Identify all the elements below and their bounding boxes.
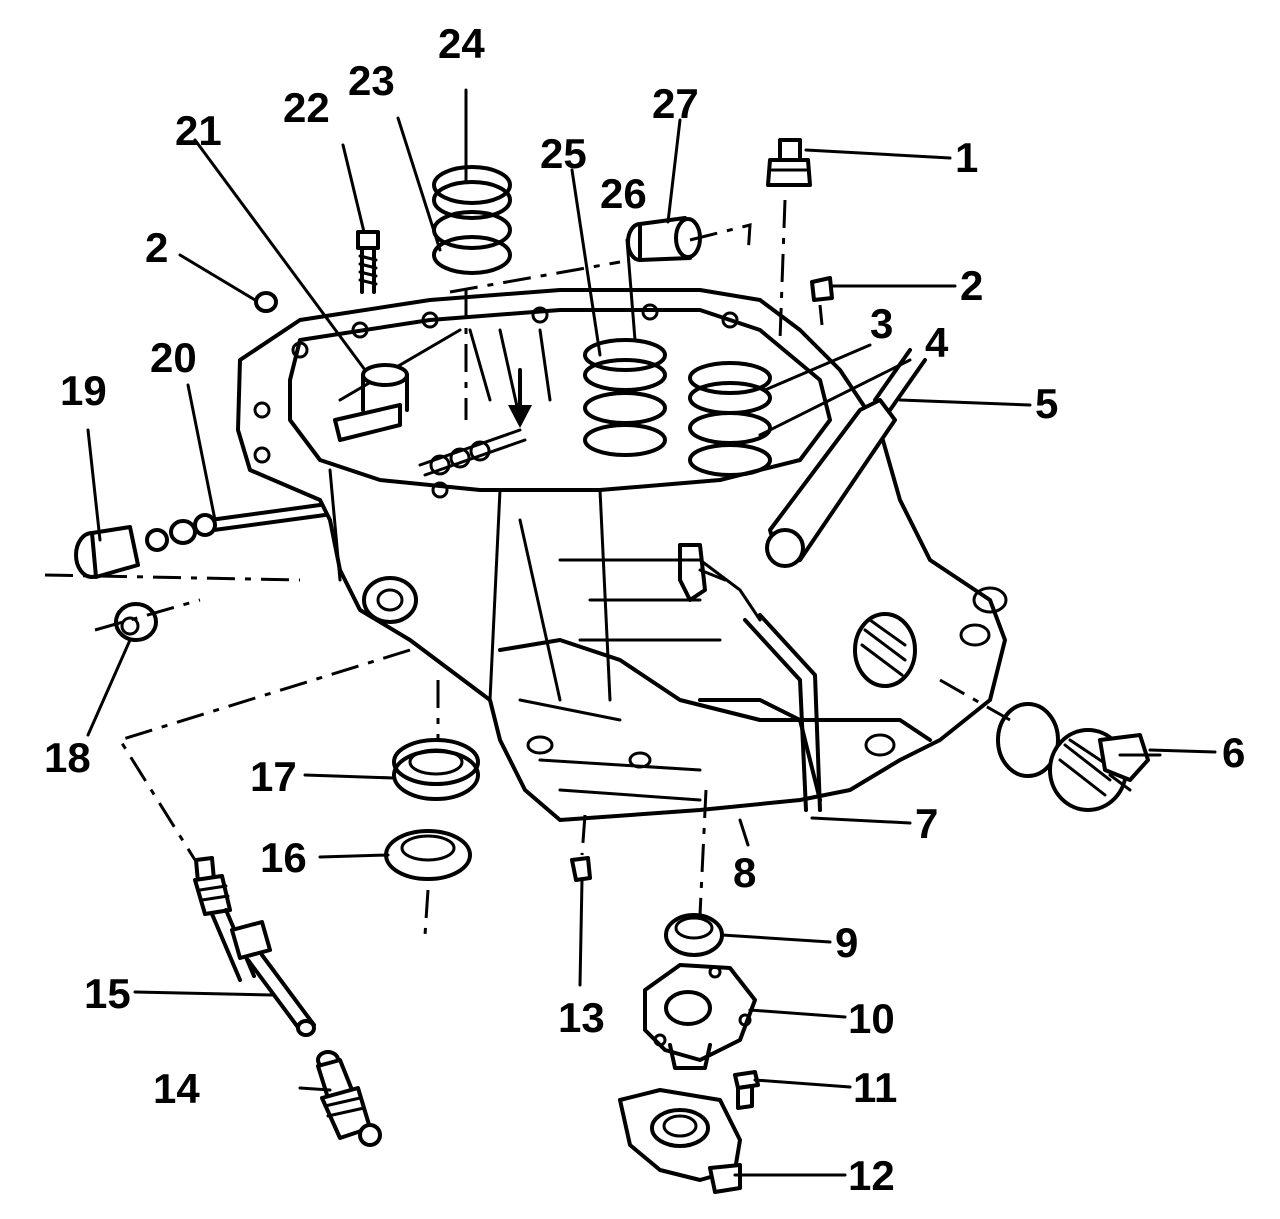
callout-labels: 1 2 2 3 4 5 6 7 8 9 10 11 12 13 14 15 16… — [44, 20, 1245, 1199]
callout-15: 15 — [84, 970, 131, 1017]
callout-21: 21 — [175, 107, 222, 154]
leader-lines — [86, 88, 1217, 1177]
callout-1: 1 — [955, 134, 978, 181]
callout-6: 6 — [1222, 729, 1245, 776]
bolt-part-11 — [733, 1070, 760, 1110]
bush-part-27 — [626, 216, 702, 262]
callout-5: 5 — [1035, 380, 1058, 427]
callout-20: 20 — [150, 334, 197, 381]
callout-7: 7 — [915, 800, 938, 847]
cover-part-6 — [996, 702, 1162, 812]
callout-13: 13 — [558, 994, 605, 1041]
callout-26: 26 — [600, 170, 647, 217]
callout-22: 22 — [283, 84, 330, 131]
assembly-dash-lines — [44, 199, 1011, 936]
callout-19: 19 — [60, 367, 107, 414]
springs-part-23-24 — [432, 165, 512, 275]
callout-3: 3 — [870, 300, 893, 347]
pin-part-13 — [570, 856, 592, 882]
callout-4: 4 — [925, 319, 949, 366]
callout-2-right: 2 — [960, 262, 983, 309]
shaft-part-15 — [193, 856, 316, 1037]
seal-part-18 — [114, 602, 158, 642]
grommet-part-9 — [664, 913, 724, 957]
cap-part-19 — [74, 525, 140, 579]
plug-part-2-left — [254, 291, 278, 313]
flange-part-10 — [643, 963, 757, 1070]
callout-25: 25 — [540, 130, 587, 177]
seal-part-16 — [384, 829, 472, 881]
detent-parts-20 — [145, 513, 217, 552]
callout-9: 9 — [835, 919, 858, 966]
callout-17: 17 — [250, 753, 297, 800]
callout-24: 24 — [438, 20, 485, 67]
breather-part-1 — [766, 138, 812, 187]
callout-12: 12 — [848, 1152, 895, 1199]
callout-23: 23 — [348, 57, 395, 104]
callout-27: 27 — [652, 80, 699, 127]
internal-springs — [583, 338, 772, 477]
plug-part-2-right — [810, 276, 834, 302]
callout-11: 11 — [853, 1064, 897, 1111]
bolt-part-22 — [356, 230, 380, 294]
gear-part-14 — [316, 1050, 382, 1147]
callout-2-left: 2 — [145, 224, 168, 271]
housing-part-12 — [618, 1088, 742, 1194]
callout-8: 8 — [733, 849, 756, 896]
callout-18: 18 — [44, 734, 91, 781]
seal-part-17 — [392, 738, 480, 801]
callout-14: 14 — [153, 1065, 200, 1112]
transmission-housing — [208, 288, 1008, 822]
callout-16: 16 — [260, 834, 307, 881]
callout-10: 10 — [848, 995, 895, 1042]
